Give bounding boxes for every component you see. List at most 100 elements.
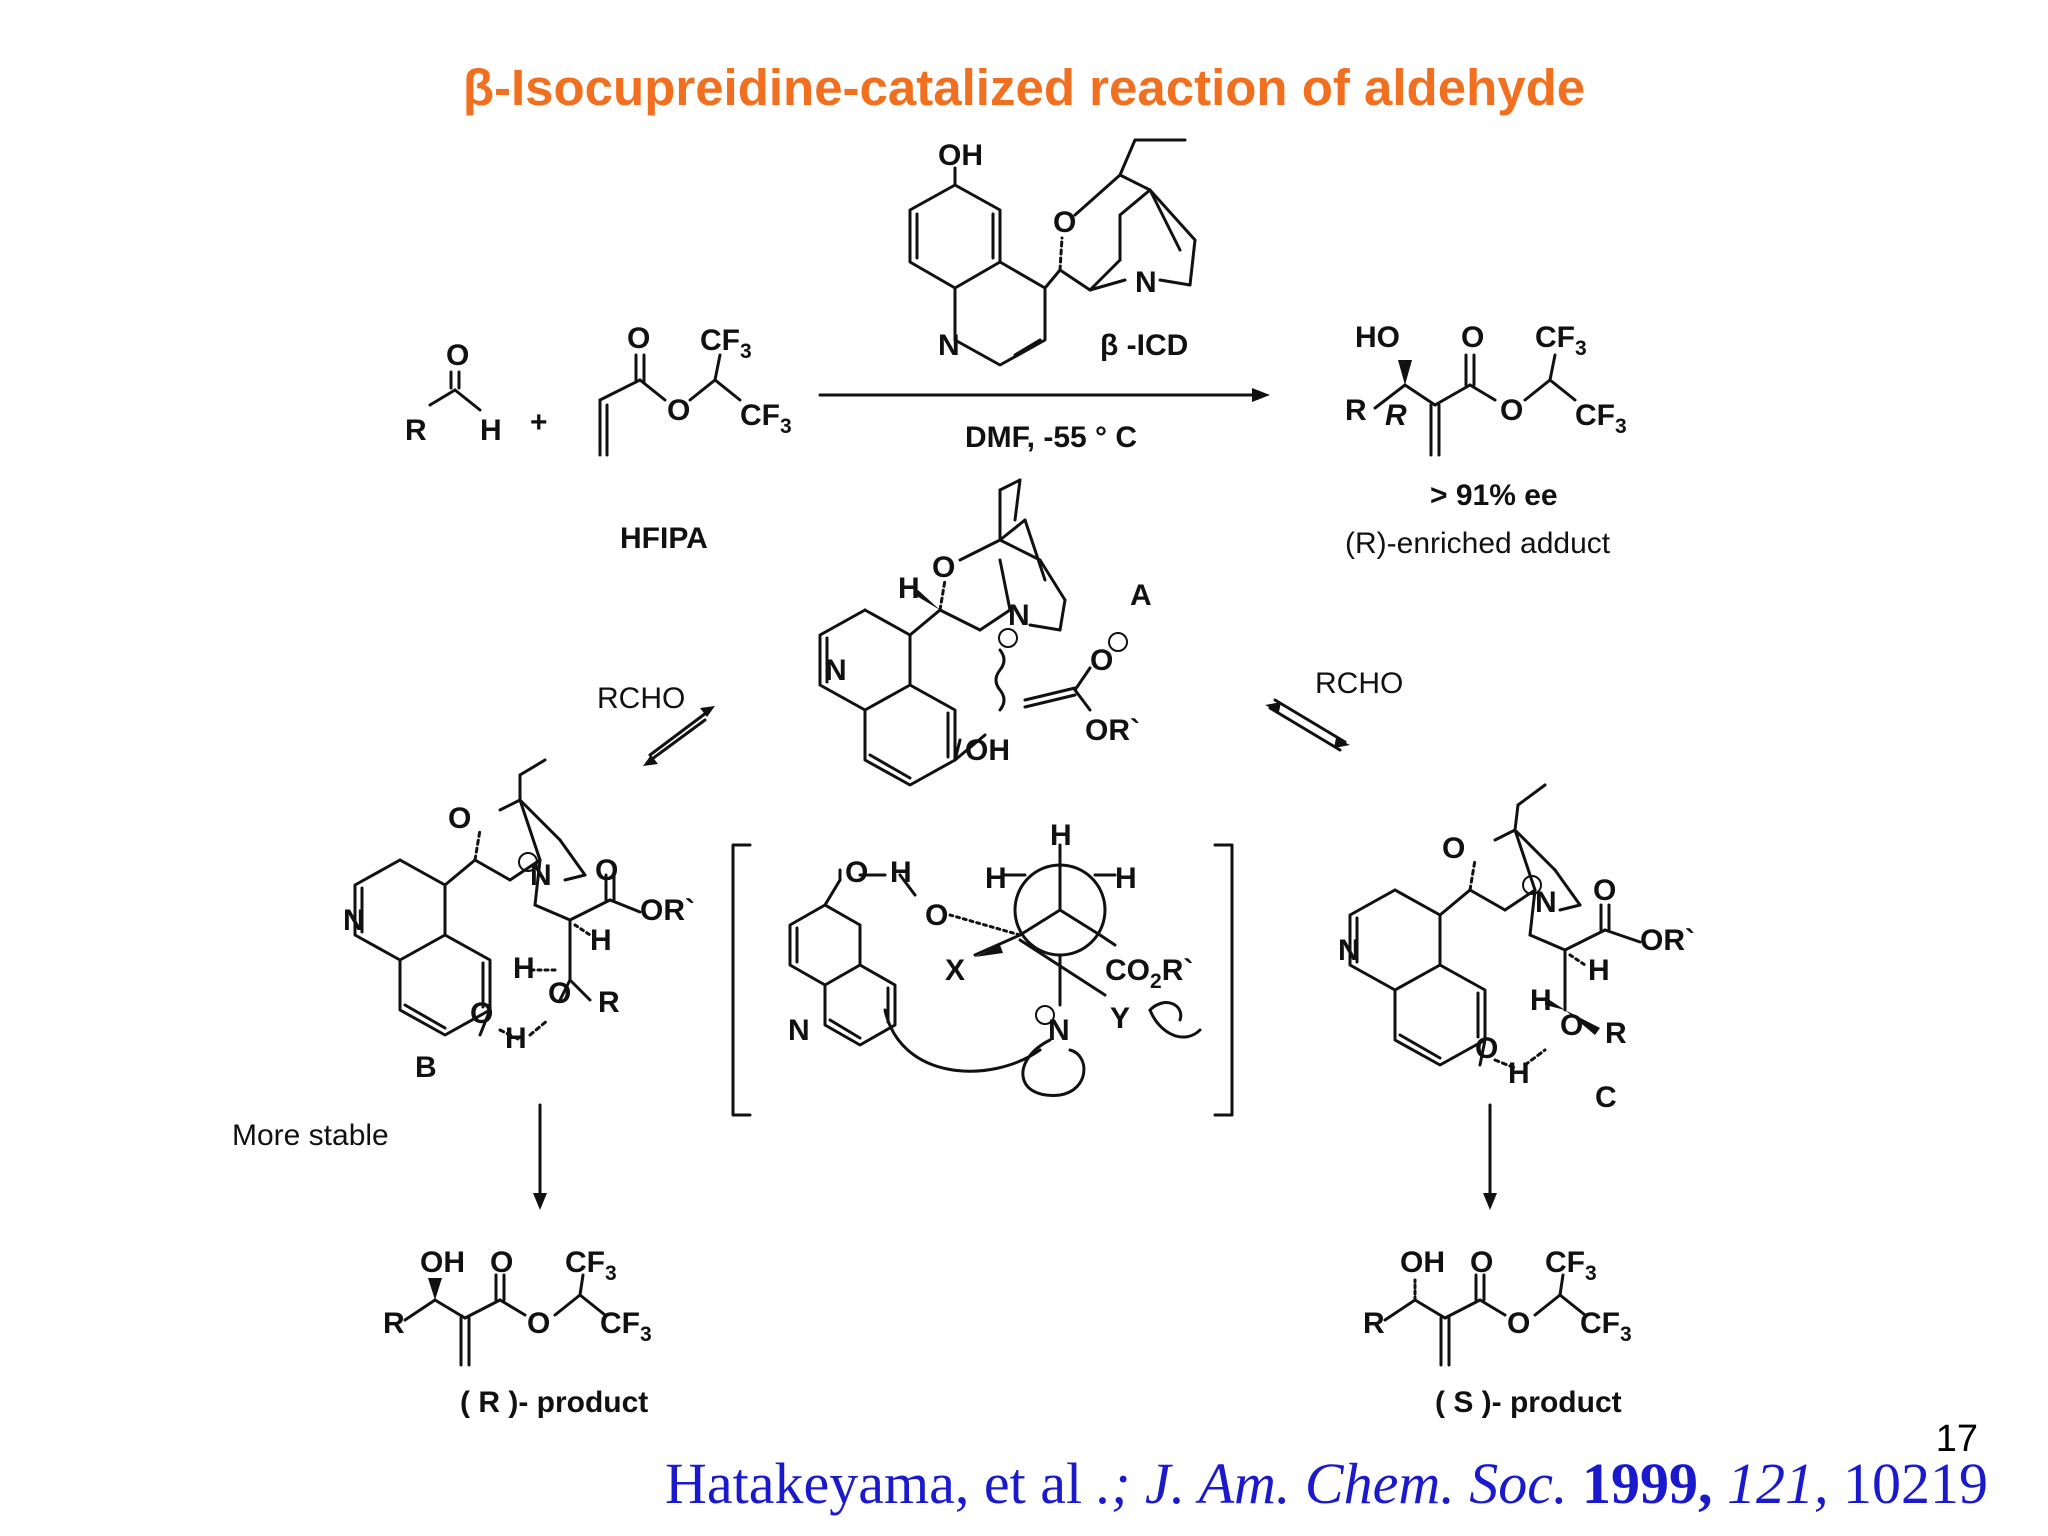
ee-text: > 91% ee: [1430, 479, 1558, 512]
adduct-config-label: R: [1385, 399, 1407, 432]
ts-co2r-label: CO2R`: [1105, 954, 1193, 993]
page-number: 17: [1935, 1418, 1978, 1460]
r-product-label: ( R )- product: [460, 1386, 648, 1419]
int-b-phenol-h: H: [505, 1022, 527, 1055]
hfipa-o-label: O: [627, 322, 650, 355]
hfipa-ester-o-label: O: [667, 394, 690, 427]
int-c-phenol-h: H: [1508, 1057, 1530, 1090]
int-c-h-label: H: [1588, 954, 1610, 987]
intermediate-c-structure: [1348, 783, 1642, 1070]
page-title: β-Isocupreidine-catalized reaction of al…: [462, 59, 1586, 116]
int-c-alkoxide-o: O: [1560, 1009, 1583, 1042]
intermediate-a-structure: [818, 478, 1092, 787]
catalyst-structure: [908, 138, 1197, 367]
aldehyde-structure: [428, 370, 482, 412]
citation-journal: J. Am. Chem. Soc.: [1144, 1451, 1568, 1516]
ts-newman-h-right: H: [1115, 862, 1137, 895]
ts-y-label: Y: [1110, 1002, 1130, 1035]
catalyst-n-label: N: [1135, 266, 1157, 299]
adduct-cf3-top: CF3: [1535, 321, 1587, 360]
s-product-label: ( S )- product: [1435, 1386, 1622, 1419]
rcho-right-label: RCHO: [1315, 667, 1403, 700]
ts-newman-h-left: H: [985, 862, 1007, 895]
adduct-description: (R)-enriched adduct: [1345, 527, 1611, 560]
int-b-or-label: OR`: [640, 894, 695, 927]
intermediate-b-label: B: [415, 1051, 437, 1084]
s-product-ester-o: O: [1507, 1307, 1530, 1340]
transition-state-structure: [731, 843, 1234, 1117]
plus-sign: +: [530, 406, 548, 439]
more-stable-label: More stable: [232, 1119, 389, 1152]
s-product-structure: [1383, 1273, 1587, 1367]
equilibrium-arrow-right: [1265, 698, 1350, 752]
r-product-ester-o: O: [527, 1307, 550, 1340]
adduct-r-label: R: [1345, 394, 1367, 427]
citation-pages: 10219: [1843, 1451, 1988, 1516]
citation: Hatakeyama, et al .; J. Am. Chem. Soc. 1…: [665, 1450, 1988, 1517]
int-a-oh-label: OH: [965, 734, 1010, 767]
int-b-h2-label: H: [513, 952, 535, 985]
adduct-structure: [1373, 353, 1577, 457]
ts-h-label: H: [890, 856, 912, 889]
r-product-r: R: [383, 1307, 405, 1340]
aldehyde-h-label: H: [480, 414, 502, 447]
s-product-cf3-right: CF3: [1580, 1307, 1632, 1346]
adduct-ester-o-label: O: [1500, 394, 1523, 427]
int-c-r-label: R: [1605, 1017, 1627, 1050]
catalyst-name-label: β -ICD: [1100, 329, 1188, 362]
citation-authors: Hatakeyama, et al: [665, 1451, 1083, 1516]
int-a-o-minus: O: [1090, 644, 1113, 677]
int-a-h-label: H: [898, 572, 920, 605]
s-product-cf3-top: CF3: [1545, 1246, 1597, 1285]
s-product-o: O: [1470, 1246, 1493, 1279]
int-a-o-label: O: [932, 551, 955, 584]
r-product-oh: OH: [420, 1246, 465, 1279]
citation-year: 1999,: [1582, 1451, 1713, 1516]
ts-n-label: N: [1048, 1014, 1070, 1047]
int-b-phenol-o: O: [470, 997, 493, 1030]
rcho-left-label: RCHO: [597, 682, 685, 715]
ts-quinoline-n: N: [788, 1014, 810, 1047]
hfipa-label: HFIPA: [620, 522, 708, 555]
int-b-alkoxide-o: O: [548, 977, 571, 1010]
ts-o-minus-label: O: [925, 899, 948, 932]
int-c-h2-label: H: [1530, 984, 1552, 1017]
int-c-n-label: N: [1535, 886, 1557, 919]
int-a-quinoline-n: N: [825, 654, 847, 687]
r-product-structure: [403, 1273, 607, 1367]
catalyst-quinoline-n-label: N: [938, 329, 960, 362]
reaction-conditions: DMF, -55 ° C: [965, 421, 1137, 454]
catalyst-o-label: O: [1053, 206, 1076, 239]
intermediate-a-label: A: [1130, 579, 1152, 612]
r-product-cf3-top: CF3: [565, 1246, 617, 1285]
int-b-r-label: R: [598, 986, 620, 1019]
hfipa-cf3-right: CF3: [740, 399, 792, 438]
int-b-carbonyl-o: O: [595, 854, 618, 887]
adduct-cf3-right: CF3: [1575, 399, 1627, 438]
intermediate-c-label: C: [1595, 1081, 1617, 1114]
aldehyde-o-label: O: [446, 339, 469, 372]
citation-separator: .;: [1082, 1451, 1145, 1516]
s-product-oh: OH: [1400, 1246, 1445, 1279]
equilibrium-arrow-left: [643, 706, 715, 766]
int-c-quinoline-n: N: [1338, 934, 1360, 967]
catalyst-oh-label: OH: [938, 139, 983, 172]
r-product-cf3-right: CF3: [600, 1307, 652, 1346]
int-a-or-label: OR`: [1085, 714, 1140, 747]
int-c-o-label: O: [1442, 832, 1465, 865]
r-product-o: O: [490, 1246, 513, 1279]
ts-o-label: O: [845, 856, 868, 889]
int-b-o-label: O: [448, 802, 471, 835]
adduct-ho-label: HO: [1355, 321, 1400, 354]
int-b-quinoline-n: N: [343, 904, 365, 937]
int-b-h-label: H: [590, 924, 612, 957]
citation-volume: 121,: [1727, 1451, 1829, 1516]
hfipa-structure: [598, 353, 742, 457]
aldehyde-r-label: R: [405, 414, 427, 447]
adduct-o-label: O: [1461, 321, 1484, 354]
int-c-carbonyl-o: O: [1593, 874, 1616, 907]
int-a-n-label: N: [1008, 599, 1030, 632]
int-c-or-label: OR`: [1640, 924, 1695, 957]
int-b-n-label: N: [530, 859, 552, 892]
